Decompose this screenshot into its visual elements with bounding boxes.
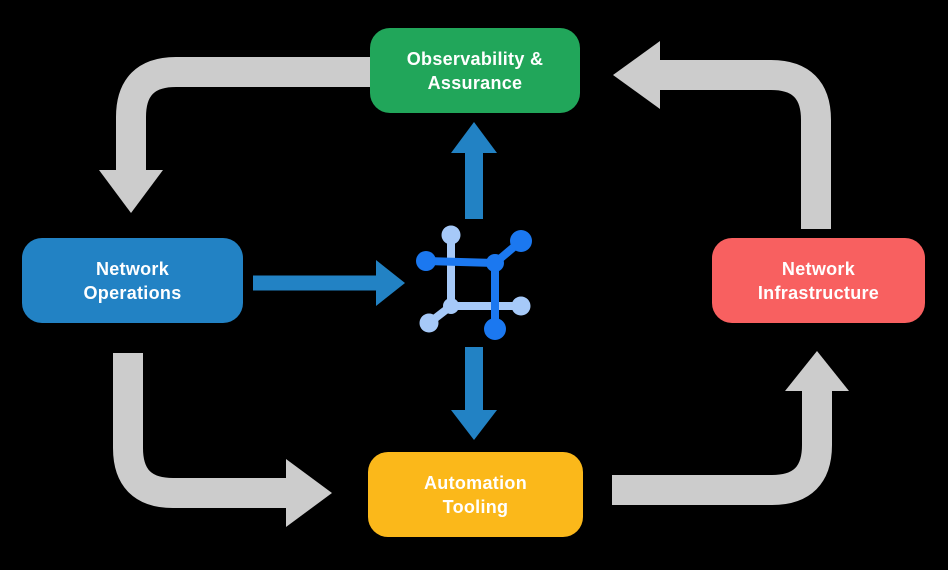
icon-junction-top-right <box>486 254 504 272</box>
icon-node-bottom-left <box>419 313 439 333</box>
icon-node-right <box>511 296 531 316</box>
arrow-head-right <box>286 459 332 527</box>
node-infrastructure-label: Network Infrastructure <box>757 258 880 303</box>
node-observability-label: Observability & Assurance <box>406 48 544 93</box>
icon-node-top-right <box>510 230 532 252</box>
arrow-operations-to-automation <box>113 353 332 527</box>
node-automation-tooling: Automation Tooling <box>368 452 583 537</box>
icon-junction-bottom-left <box>443 298 459 314</box>
node-network-infrastructure: Network Infrastructure <box>712 238 925 323</box>
arrow-center-to-observability <box>451 122 497 219</box>
arrow-shaft <box>612 390 832 505</box>
node-operations-label: Network Operations <box>83 258 182 303</box>
icon-light-parts <box>419 225 531 333</box>
network-automation-platform-icon <box>416 225 532 340</box>
icon-node-bottom <box>484 318 506 340</box>
arrow-head-down <box>451 410 497 440</box>
arrow-head-up <box>451 122 497 153</box>
arrow-infrastructure-to-observability <box>613 41 831 229</box>
icon-node-left <box>416 251 436 271</box>
arrow-observability-to-operations <box>99 57 371 213</box>
arrow-operations-to-center <box>253 260 405 306</box>
icon-node-top <box>441 225 461 245</box>
node-observability-assurance: Observability & Assurance <box>370 28 580 113</box>
arrow-head-left <box>613 41 660 109</box>
arrow-automation-to-infrastructure <box>612 351 849 505</box>
arrow-head-down <box>99 170 163 213</box>
arrow-shaft <box>659 60 831 229</box>
arrow-head-right <box>376 260 405 306</box>
arrow-head-up <box>785 351 849 391</box>
node-network-operations: Network Operations <box>22 238 243 323</box>
arrow-shaft <box>113 353 287 508</box>
arrow-shaft <box>116 57 371 172</box>
icon-dark-parts <box>416 230 532 340</box>
node-automation-label: Automation Tooling <box>424 472 527 517</box>
arrow-center-to-automation <box>451 347 497 440</box>
